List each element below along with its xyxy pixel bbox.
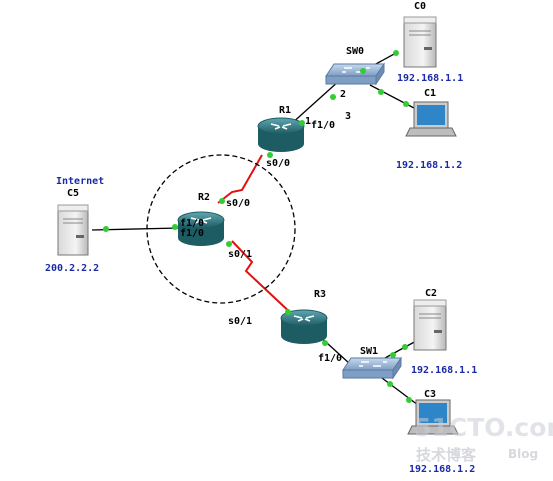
label-c0: C0 (414, 1, 426, 12)
port-r3-f10: f1/0 (318, 353, 342, 364)
switch-sw0-icon (325, 62, 385, 86)
highlight-circle (146, 154, 296, 304)
port-sw0-2: 2 (340, 89, 346, 100)
label-c2: C2 (425, 288, 437, 299)
link-sw1-c3 (377, 374, 419, 406)
label-r2: R2 (198, 192, 210, 203)
link-sw1-c2 (384, 339, 419, 359)
laptop-c3-icon (407, 399, 459, 435)
port-sw0-3: 3 (345, 111, 351, 122)
serial-links (217, 154, 295, 317)
port-r2-f10a: f1/0 (180, 218, 204, 229)
watermark-sub-en: Blog (508, 447, 538, 461)
server-c5-icon (57, 204, 89, 256)
router-r3-icon (280, 309, 328, 344)
label-c3: C3 (424, 389, 436, 400)
label-r3: R3 (314, 289, 326, 300)
ip-c5: 200.2.2.2 (45, 263, 99, 274)
serial-link-r2-r3 (231, 240, 295, 317)
port-dots (103, 50, 412, 403)
port-r2-f10b: f1/0 (180, 228, 204, 239)
laptop-c1-icon (405, 101, 457, 137)
port-r2-s01: s0/1 (228, 249, 252, 260)
label-r1: R1 (279, 105, 291, 116)
ip-c2: 192.168.1.1 (411, 365, 477, 376)
port-r3-s01: s0/1 (228, 316, 252, 327)
watermark-main: 51CTO.com (414, 413, 553, 442)
port-r1-1: 1 (305, 116, 311, 127)
router-r2-icon (177, 211, 225, 246)
label-c5: C5 (67, 188, 79, 199)
caption-internet: Internet (56, 176, 104, 187)
ip-c0: 192.168.1.1 (397, 73, 463, 84)
watermark: 51CTO.com 技术博客 Blog (414, 413, 553, 464)
link-r1-sw0 (289, 79, 341, 126)
label-c1: C1 (424, 88, 436, 99)
port-r1-s00: s0/0 (266, 158, 290, 169)
port-r2-s00: s0/0 (226, 198, 250, 209)
ip-c3: 192.168.1.2 (409, 464, 475, 475)
server-c0-icon (403, 16, 437, 68)
switch-sw1-icon (342, 356, 402, 380)
port-r1-f10: f1/0 (311, 120, 335, 131)
watermark-sub-cn: 技术博客 (416, 446, 477, 464)
label-sw0: SW0 (346, 46, 364, 57)
label-sw1: SW1 (360, 346, 378, 357)
ip-c1: 192.168.1.2 (396, 160, 462, 171)
router-r1-icon (257, 117, 305, 152)
serial-link-r2-r1 (217, 154, 263, 204)
server-c2-icon (413, 299, 447, 351)
